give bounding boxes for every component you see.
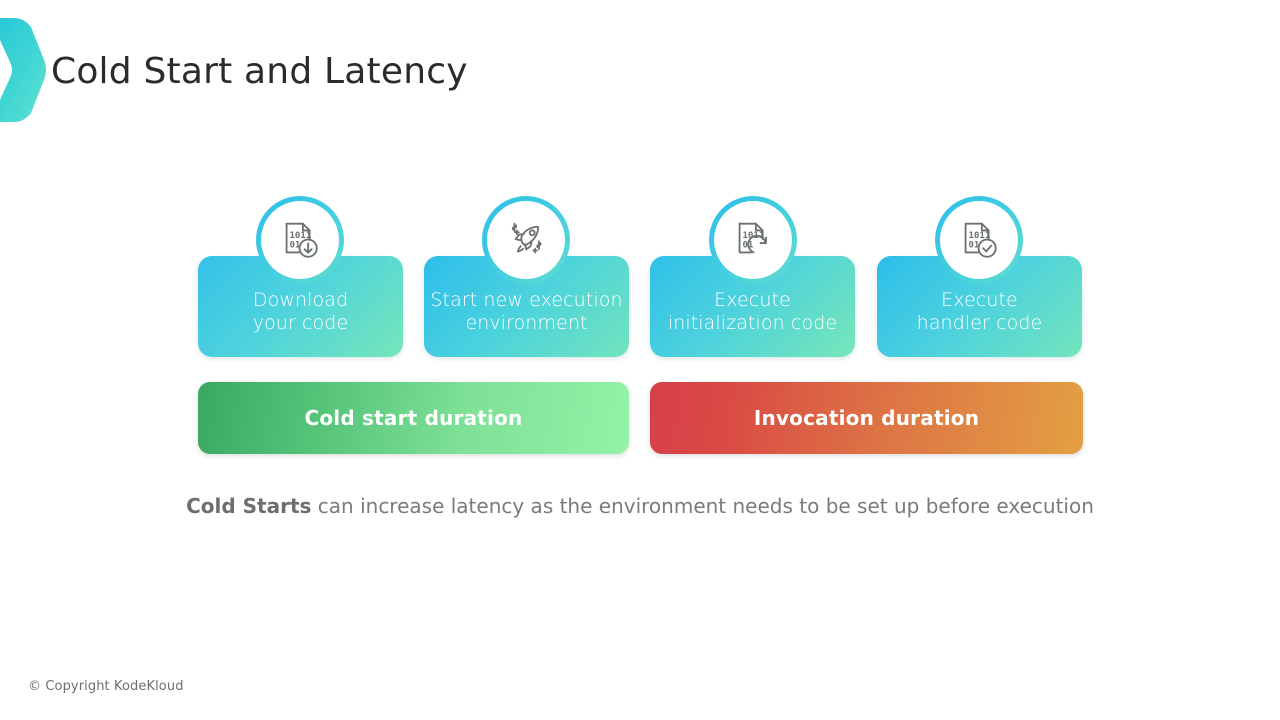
step-card-label: Download your code [252, 289, 349, 334]
caption-bold-prefix: Cold Starts [186, 494, 312, 518]
step-card-start-new-execution-environment[interactable]: Start new execution environment [424, 256, 629, 357]
bar-label: Invocation duration [753, 406, 980, 430]
svg-text:1011: 1011 [968, 231, 990, 241]
slide-header: Cold Start and Latency [0, 0, 1280, 130]
svg-text:01: 01 [289, 241, 300, 251]
footer-copyright: © Copyright KodeKloud [28, 679, 184, 694]
bar-label: Cold start duration [304, 406, 523, 430]
step-card-label: Start new execution environment [430, 289, 623, 334]
step-card-label: Execute initialization code [667, 289, 838, 334]
binary-document-check-icon: 1011 01 [964, 222, 997, 258]
svg-text:01: 01 [742, 241, 753, 251]
page-title: Cold Start and Latency [51, 51, 468, 92]
icon-ring: 1011 01 [709, 196, 797, 284]
binary-document-refresh-icon: 1011 01 [738, 222, 767, 254]
step-icon-container-4: 1011 01 [935, 196, 1023, 284]
step-icon-container-2 [482, 196, 570, 284]
step-card-label: Execute handler code [916, 289, 1043, 334]
duration-bars-row: Cold start duration Invocation duration [198, 382, 1083, 454]
caption-text: Cold Starts can increase latency as the … [0, 492, 1280, 520]
steps-row: Download your code 1011 01 Start n [198, 196, 1083, 360]
svg-text:1011: 1011 [742, 231, 764, 241]
binary-document-download-icon: 1011 01 [285, 222, 318, 258]
icon-ring: 1011 01 [256, 196, 344, 284]
icon-ring: 1011 01 [935, 196, 1023, 284]
cold-start-duration-bar[interactable]: Cold start duration [198, 382, 629, 454]
svg-text:1011: 1011 [289, 231, 311, 241]
caption-rest: can increase latency as the environment … [311, 494, 1094, 518]
chevron-right-logo-icon [0, 18, 48, 122]
step-icon-container-3: 1011 01 [709, 196, 797, 284]
invocation-duration-bar[interactable]: Invocation duration [650, 382, 1083, 454]
rocket-launch-icon [511, 222, 542, 254]
icon-ring [482, 196, 570, 284]
svg-text:01: 01 [968, 241, 979, 251]
step-icon-container-1: 1011 01 [256, 196, 344, 284]
